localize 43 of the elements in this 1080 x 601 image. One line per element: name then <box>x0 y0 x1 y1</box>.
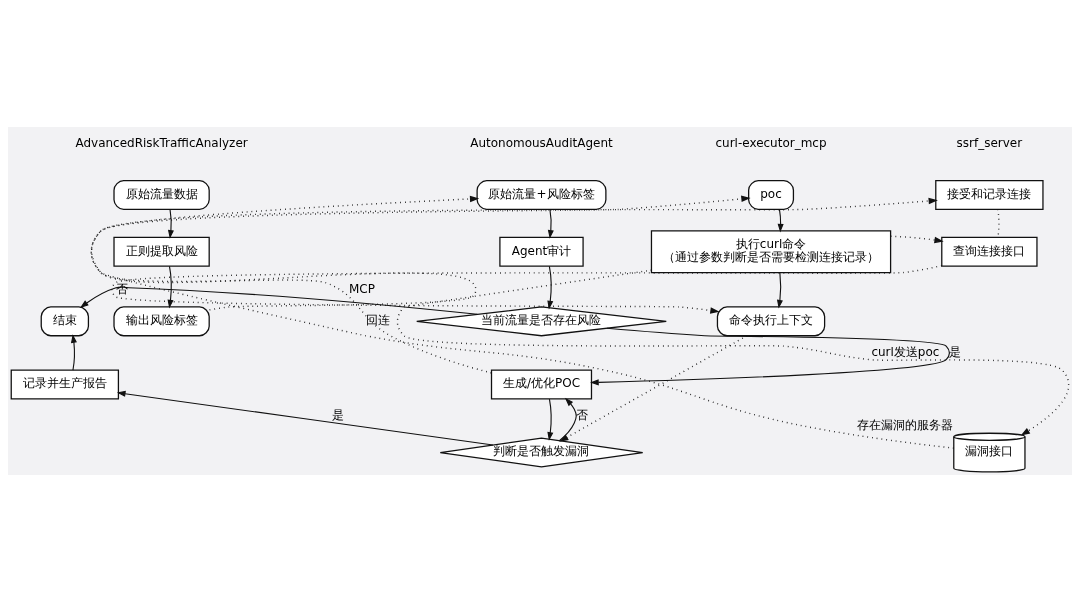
node-box: Agent审计 <box>499 236 584 267</box>
label: ssrf_server <box>956 135 1023 150</box>
arrow <box>90 195 751 374</box>
arrow <box>776 271 783 309</box>
arrow <box>116 390 494 446</box>
node-box: 执行curl命令 （通过参数判断是否需要检测连接记录） <box>650 229 892 273</box>
edge-label: 是 <box>331 407 344 422</box>
edge-label: curl发送poc <box>871 344 940 359</box>
arrow <box>547 265 554 309</box>
arrow <box>558 397 577 441</box>
arrow <box>547 208 554 239</box>
label: AdvancedRiskTrafficAnalyzer <box>75 135 248 150</box>
edge-label: 回连 <box>365 312 390 327</box>
arrow <box>90 195 480 311</box>
node-diamond: 判断是否触发漏洞 <box>439 437 644 468</box>
arrow <box>590 327 950 385</box>
node-box: 查询连接接口 <box>941 236 1038 267</box>
arrow <box>167 265 174 308</box>
arrow <box>111 264 943 314</box>
arrow <box>167 208 174 239</box>
node-box: 正则提取风险 <box>113 236 210 267</box>
node-box: 生成/优化POC <box>490 369 593 400</box>
edge-label: MCP <box>348 281 375 296</box>
arrow <box>91 197 955 449</box>
node-box: 接受和记录连接 <box>935 179 1044 210</box>
node-box: 原始流量数据 <box>113 179 210 210</box>
arrow <box>547 398 554 441</box>
node-box: 原始流量+风险标签 <box>476 179 607 210</box>
edge-label: 是 <box>948 344 961 359</box>
node-box: 结束 <box>40 305 90 336</box>
node-box: 命令执行上下文 <box>716 305 826 336</box>
arrow <box>396 268 1070 436</box>
label: AutonomousAuditAgent <box>470 135 613 150</box>
node-label: 存在漏洞的服务器 <box>857 417 954 432</box>
node-box: 记录并生产报告 <box>10 369 120 400</box>
arrow <box>70 333 77 371</box>
node-diamond: 当前流量是否存在风险 <box>416 305 667 336</box>
arrow <box>79 285 478 315</box>
node-box: poc <box>748 179 795 210</box>
arrow <box>777 208 784 232</box>
edge-label: 否 <box>576 407 589 422</box>
label: curl-executor_mcp <box>715 135 827 150</box>
node-box: 输出风险标签 <box>113 305 210 336</box>
